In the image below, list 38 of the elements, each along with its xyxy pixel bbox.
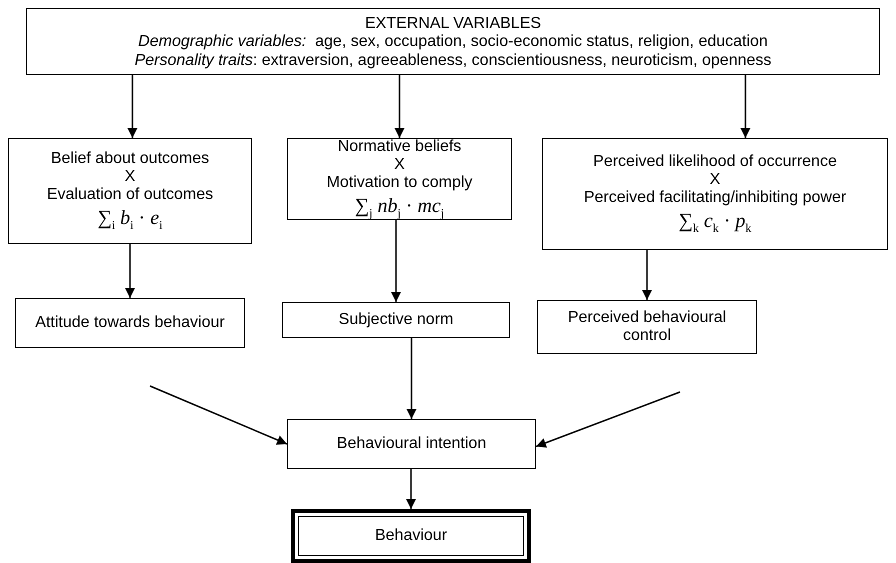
belief-box xyxy=(8,138,252,244)
label: Motivation to comply xyxy=(326,174,472,193)
arrow xyxy=(150,385,288,445)
arrow xyxy=(642,250,652,300)
label: Normative beliefs xyxy=(336,138,462,156)
multiply-sign: X xyxy=(708,170,722,190)
arrow xyxy=(391,220,401,302)
label: Perceived facilitating/inhibiting power xyxy=(584,189,846,208)
label: Behavioural intention xyxy=(336,434,486,454)
arrow xyxy=(740,75,750,138)
arrow xyxy=(406,338,416,419)
label: Perceived likelihood of occurrence xyxy=(592,152,838,171)
belief-box xyxy=(287,138,512,220)
construct-box xyxy=(537,300,757,354)
multiply-sign: X xyxy=(393,156,406,174)
label: Demographic variables: age, sex, occupation, socio-economic status, religion, education xyxy=(137,33,769,52)
construct-box xyxy=(15,298,245,348)
label: Subjective norm xyxy=(338,310,454,330)
label: Behaviour xyxy=(374,526,448,546)
behaviour-box xyxy=(291,509,531,563)
formula: ∑$_{i}$ b$_{i}$ · e$_{i}$ xyxy=(96,206,164,232)
arrow xyxy=(394,75,404,138)
variables-box xyxy=(26,8,880,75)
label: Evaluation of outcomes xyxy=(46,186,214,205)
multiply-sign: X xyxy=(124,168,136,186)
arrow xyxy=(127,75,138,138)
label: Belief about outcomes xyxy=(50,150,210,168)
construct-box xyxy=(282,302,510,338)
formula: ∑$_{k}$ c$_{k}$ · p$_{k}$ xyxy=(678,210,752,236)
label: Attitude towards behaviour xyxy=(35,314,225,332)
label: Perceived behavioural control xyxy=(566,308,728,346)
belief-box xyxy=(542,138,888,250)
heading: EXTERNAL VARIABLES xyxy=(364,15,542,34)
arrow xyxy=(125,244,135,298)
intention-box xyxy=(287,419,536,469)
label: Personality traits: extraversion, agreeableness, conscientiousness, neuroticism, openness xyxy=(134,52,772,70)
arrow xyxy=(536,391,680,448)
arrow xyxy=(406,469,416,509)
